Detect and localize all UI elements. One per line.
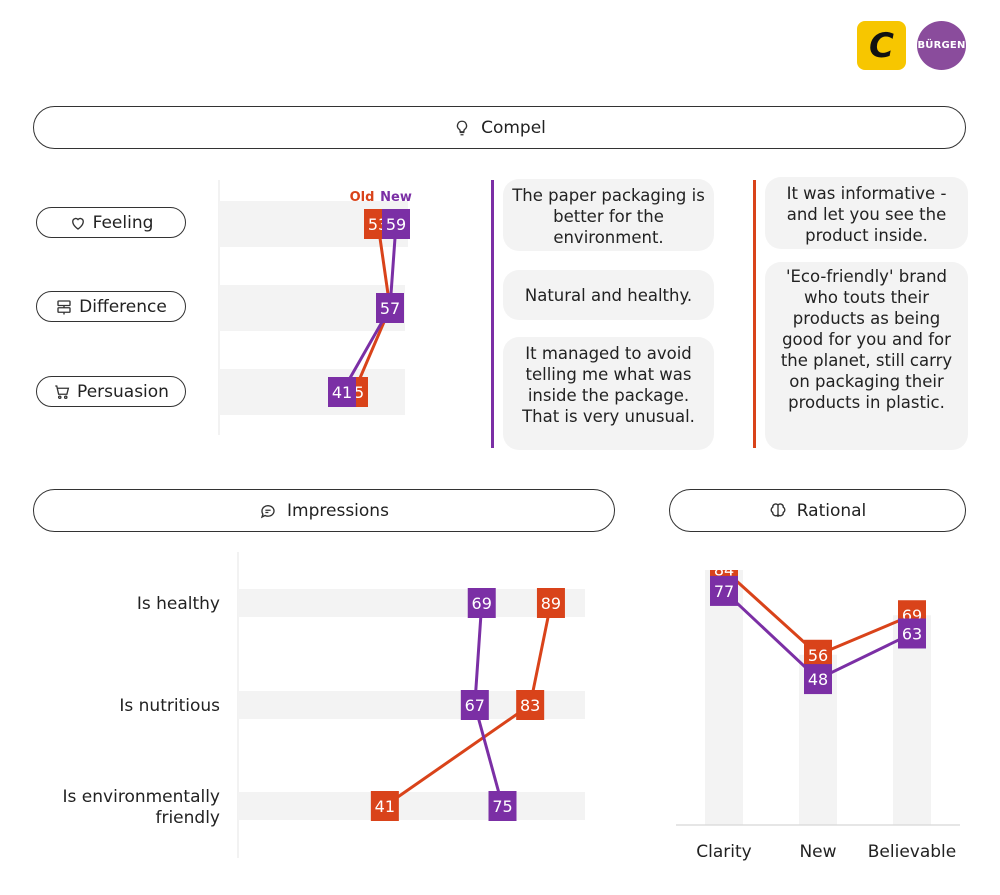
svg-text:69: 69 (472, 594, 492, 613)
compel-section-header: Compel (33, 106, 966, 149)
quote-new-3: It managed to avoid telling me what was … (503, 337, 714, 450)
quote-old-1: It was informative - and let you see the… (765, 177, 968, 249)
svg-text:41: 41 (375, 797, 395, 816)
compel-band (219, 285, 405, 331)
svg-text:75: 75 (492, 797, 512, 816)
speech-bubble-icon (260, 504, 275, 518)
svg-text:84: 84 (714, 570, 734, 580)
brand-logo-c: C (857, 21, 906, 70)
impressions-point-new: 67 (460, 690, 489, 720)
impressions-category-label: Is nutritious (119, 696, 220, 716)
svg-text:57: 57 (380, 299, 400, 318)
rational-category-label: Believable (868, 842, 956, 862)
rational-column (705, 570, 743, 825)
rational-category-label: New (799, 842, 836, 862)
rational-point-new: 63 (898, 618, 926, 649)
compel-point-new: 41 (328, 377, 356, 407)
impressions-point-old: 83 (516, 690, 545, 720)
rational-column (893, 615, 931, 825)
brand-logo-burgen: BÜRGEN (917, 21, 966, 70)
svg-text:77: 77 (714, 582, 734, 601)
impressions-chart: Is healthy Is nutritious Is environmentall… (63, 552, 585, 858)
rational-section-header: Rational (669, 489, 966, 532)
rational-point-new: 48 (804, 664, 832, 695)
impressions-band (238, 589, 585, 617)
svg-text:59: 59 (386, 215, 406, 234)
quote-new-2: Natural and healthy. (503, 270, 714, 320)
svg-text:48: 48 (808, 670, 828, 689)
impressions-band (238, 792, 585, 820)
quote-new-1: The paper packaging is better for the en… (503, 179, 714, 251)
signpost-icon (57, 299, 71, 314)
heart-icon (71, 217, 84, 230)
rational-category-label: Clarity (696, 842, 751, 862)
legend-new: New (380, 190, 412, 205)
impressions-point-old: 41 (370, 791, 399, 821)
impressions-category-label: Is healthy (137, 594, 220, 614)
compel-band (219, 369, 405, 415)
svg-text:89: 89 (541, 594, 561, 613)
difference-label-pill: Difference (36, 291, 186, 322)
rational-point-new: 77 (710, 575, 738, 606)
quote-old-2: 'Eco-friendly' brand who touts their pro… (765, 262, 968, 450)
impressions-title: Impressions (287, 500, 389, 521)
svg-text:56: 56 (808, 646, 828, 665)
persuasion-label: Persuasion (77, 381, 169, 402)
svg-text:67: 67 (465, 696, 485, 715)
legend-old: Old (350, 190, 375, 205)
feeling-label: Feeling (92, 212, 154, 233)
lightbulb-icon (456, 120, 468, 135)
compel-chart: Old New 535745595741 (218, 180, 412, 435)
old-quotes-accent-line (753, 180, 756, 448)
cart-icon (55, 384, 70, 399)
compel-point-new: 57 (376, 293, 404, 323)
feeling-label-pill: Feeling (36, 207, 186, 238)
compel-title: Compel (481, 117, 546, 138)
impressions-point-new: 69 (467, 588, 496, 618)
impressions-point-new: 75 (488, 791, 517, 821)
svg-text:63: 63 (902, 624, 922, 643)
new-quotes-accent-line (491, 180, 494, 448)
svg-text:41: 41 (332, 383, 352, 402)
impressions-section-header: Impressions (33, 489, 615, 532)
rational-title: Rational (796, 500, 867, 521)
difference-label: Difference (79, 296, 167, 317)
persuasion-label-pill: Persuasion (36, 376, 186, 407)
compel-point-new: 59 (382, 209, 410, 239)
brain-icon (770, 502, 786, 517)
svg-text:83: 83 (520, 696, 540, 715)
impressions-point-old: 89 (536, 588, 565, 618)
